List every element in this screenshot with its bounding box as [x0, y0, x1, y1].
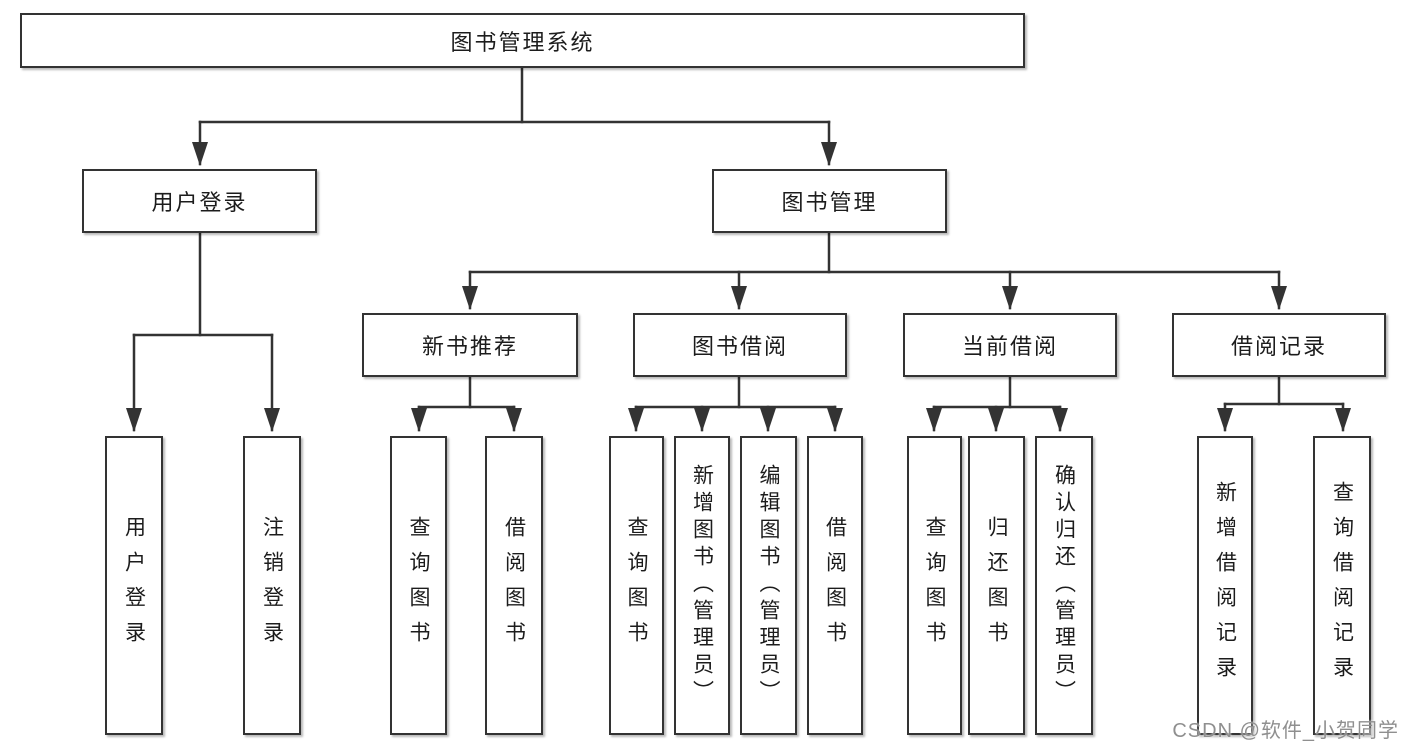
node-new-book-recommendation: 新书推荐	[362, 313, 578, 377]
node-label: 新书推荐	[421, 334, 518, 359]
node-user-login: 用户登录	[82, 169, 317, 233]
node-label: 新增图书（管理员）	[690, 464, 714, 707]
node-label: 归还图书	[985, 515, 1008, 656]
node-label: 新增借阅记录	[1213, 480, 1237, 691]
node-label: 图书管理系统	[450, 29, 595, 55]
leaf-query-books-current: 查询图书	[907, 436, 962, 735]
leaf-query-books-borrow: 查询图书	[609, 436, 664, 735]
node-label: 借阅记录	[1230, 334, 1327, 359]
leaf-query-books-recommend: 查询图书	[390, 436, 447, 735]
node-label: 当前借阅	[961, 334, 1058, 359]
node-label: 查询图书	[407, 515, 430, 656]
leaf-borrow-books: 借阅图书	[807, 436, 863, 735]
node-label: 图书借阅	[691, 334, 788, 359]
node-current-borrowing: 当前借阅	[903, 313, 1117, 377]
node-label: 用户登录	[151, 190, 248, 215]
node-label: 查询图书	[625, 515, 648, 656]
node-book-management: 图书管理	[712, 169, 947, 233]
node-borrowing-records: 借阅记录	[1172, 313, 1386, 377]
node-label: 查询图书	[923, 515, 946, 656]
node-label: 图书管理	[781, 190, 878, 215]
leaf-add-borrow-record: 新增借阅记录	[1197, 436, 1253, 735]
leaf-query-borrow-record: 查询借阅记录	[1313, 436, 1371, 735]
node-library-management-system: 图书管理系统	[20, 13, 1025, 68]
leaf-confirm-return-admin: 确认归还（管理员）	[1035, 436, 1093, 735]
leaf-logout: 注销登录	[243, 436, 301, 735]
node-label: 用户登录	[122, 515, 146, 656]
node-label: 查询借阅记录	[1330, 480, 1354, 691]
node-label: 编辑图书（管理员）	[757, 464, 780, 707]
leaf-add-books-admin: 新增图书（管理员）	[674, 436, 730, 735]
node-label: 借阅图书	[502, 515, 526, 656]
leaf-edit-books-admin: 编辑图书（管理员）	[740, 436, 797, 735]
leaf-user-login: 用户登录	[105, 436, 163, 735]
node-label: 注销登录	[260, 515, 284, 656]
node-label: 借阅图书	[823, 515, 847, 656]
node-label: 确认归还（管理员）	[1052, 464, 1076, 707]
node-book-borrowing: 图书借阅	[633, 313, 847, 377]
leaf-return-books: 归还图书	[968, 436, 1025, 735]
leaf-borrow-books-recommend: 借阅图书	[485, 436, 543, 735]
watermark: CSDN @软件_小贺同学	[1172, 720, 1399, 742]
